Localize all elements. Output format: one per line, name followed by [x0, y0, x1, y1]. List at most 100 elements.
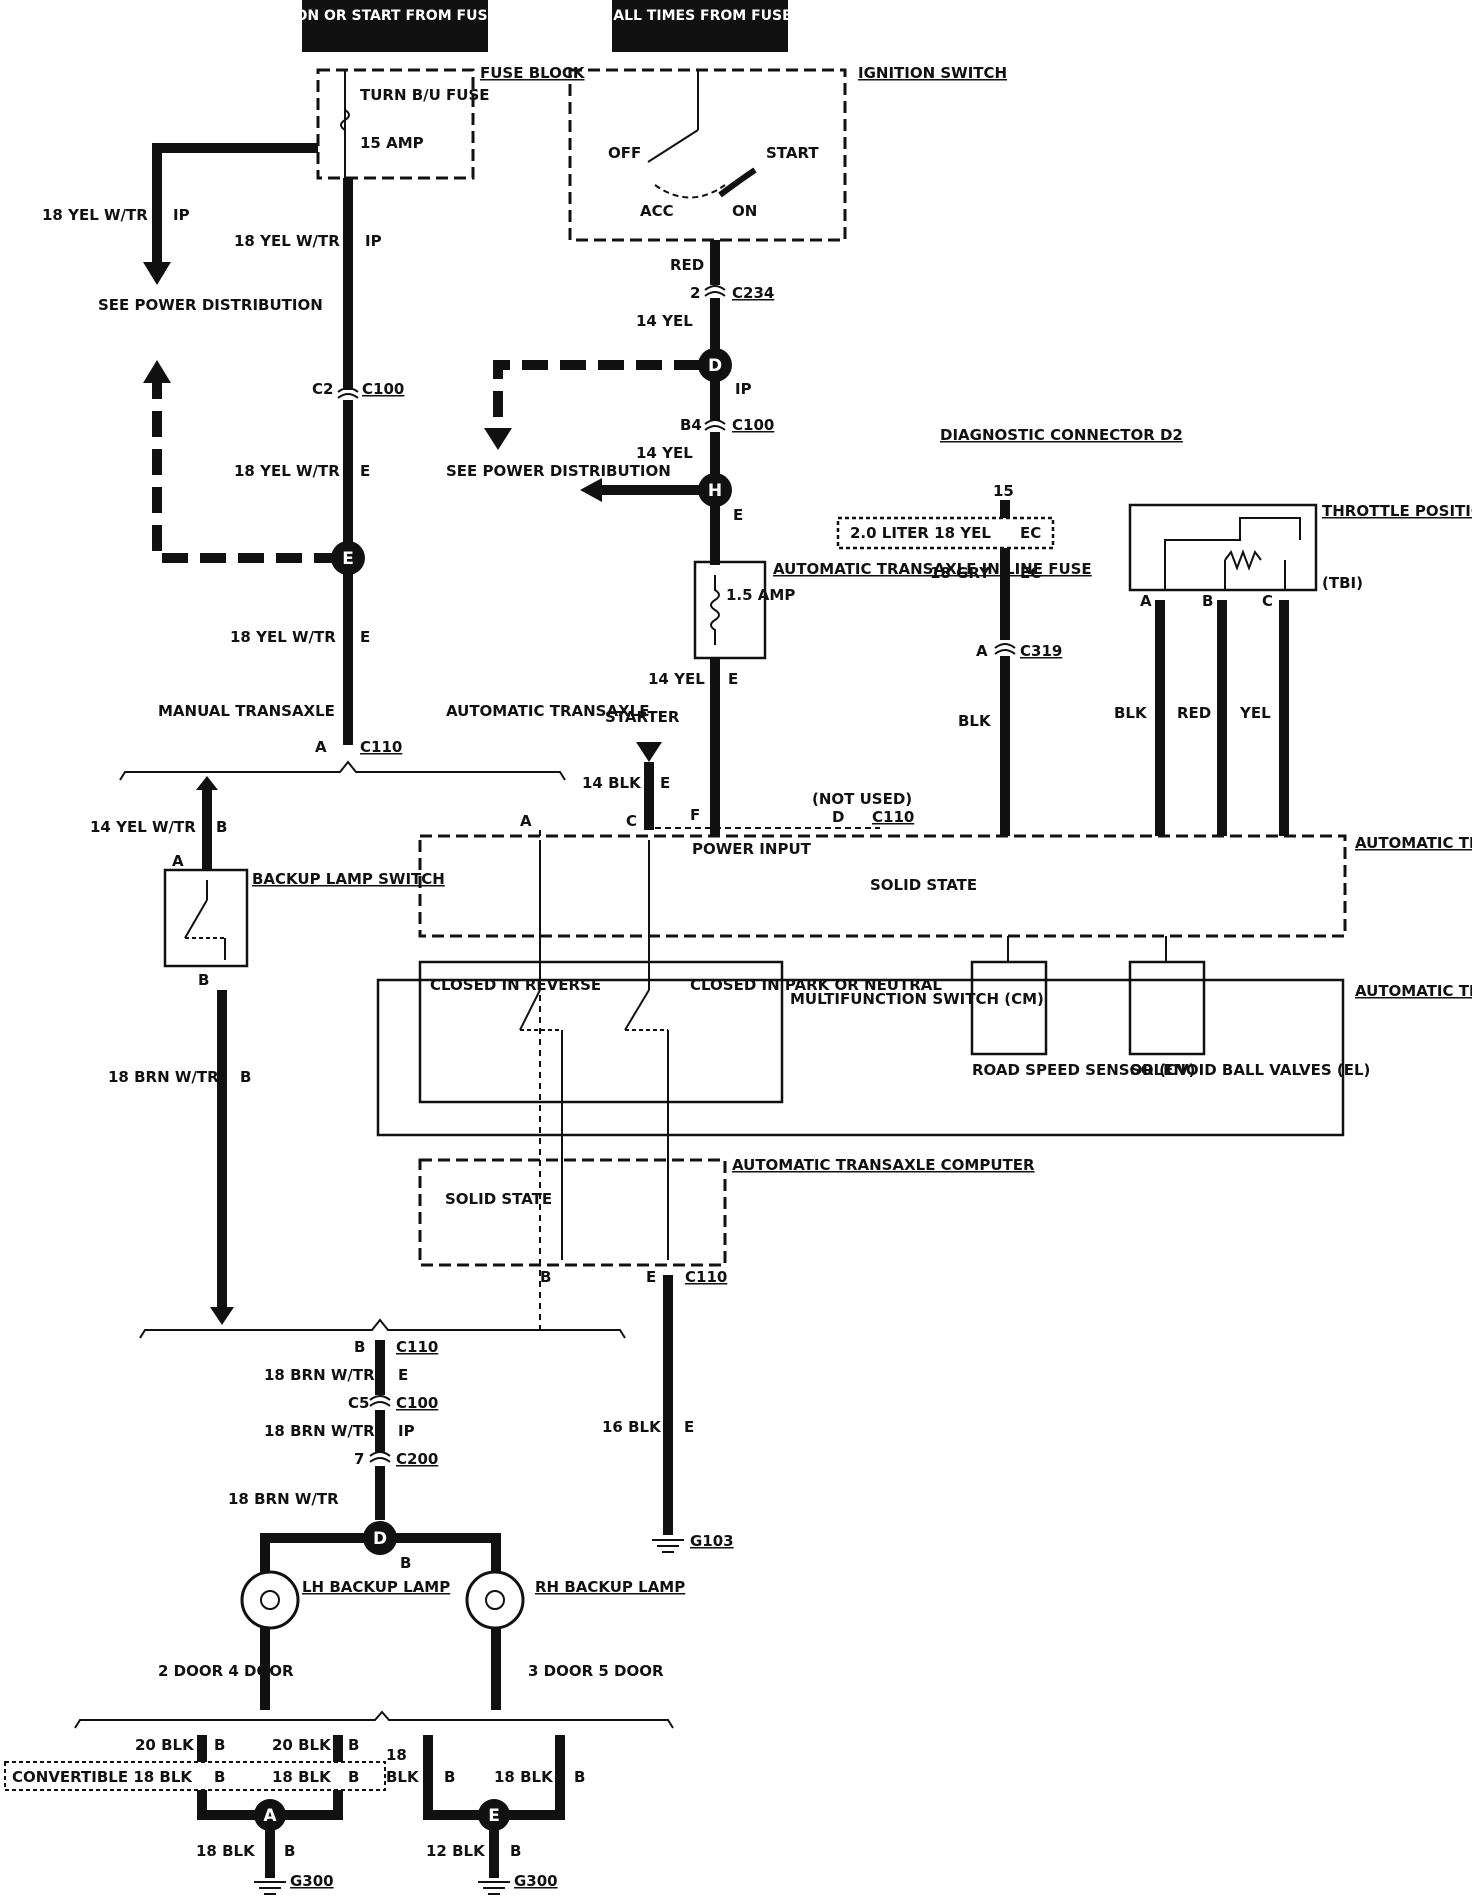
wire-code-e-2: E [360, 628, 370, 646]
switch-a-blade [519, 989, 541, 1031]
wire-dashed-up [152, 380, 340, 563]
splice-d-bottom-label: D [373, 1529, 387, 1549]
throttle-resistor [1224, 549, 1262, 571]
computer-bottom-pin-e: E [646, 1268, 656, 1286]
wire-label-yel-throttle: YEL [1239, 704, 1271, 722]
wire-code-b-5: B [348, 1736, 359, 1754]
splice-e-left-label: E [342, 549, 354, 569]
wire-label-18blk-a: 18 BLK [196, 1842, 256, 1860]
arrow-up-icon [143, 360, 171, 383]
inline-fuse-title: AUTOMATIC TRANSAXLE IN LINE FUSE [773, 560, 1092, 578]
splice-h [698, 473, 732, 507]
wire-label-18yelwtr-ip: 18 YEL W/TR [234, 232, 340, 250]
wire-code-e-5: E [660, 774, 670, 792]
power-dist-label-left: SEE POWER DISTRIBUTION [98, 296, 323, 314]
computer-bottom-title: AUTOMATIC TRANSAXLE COMPUTER [732, 1156, 1035, 1174]
wire-label-18yelwtr-e: 18 YEL W/TR [234, 462, 340, 480]
wire-code-b-10: B [574, 1768, 585, 1786]
closed-reverse-label: CLOSED IN REVERSE [430, 976, 601, 994]
switch-c-blade [624, 989, 650, 1031]
ignition-arc [654, 184, 726, 199]
power-dist-label-right: SEE POWER DISTRIBUTION [446, 462, 671, 480]
wire-code-ip-right: IP [735, 380, 752, 398]
wire-code-ec-1: EC [1020, 524, 1041, 542]
multifunction-label: MULTIFUNCTION SWITCH (CM) [790, 990, 1044, 1008]
splice-h-label: H [708, 481, 722, 501]
throttle-pin-c: C [1262, 592, 1273, 610]
conn-c110-top: C110 [360, 738, 402, 756]
wire-label-blk-diag: BLK [958, 712, 992, 730]
convertible-label: CONVERTIBLE 18 BLK [12, 1768, 193, 1786]
power-input-label: POWER INPUT [692, 840, 812, 858]
transaxle-outer-box [376, 978, 1345, 1137]
ignition-switch-box [568, 68, 847, 242]
lower-bracket [139, 1318, 626, 1339]
computer-pin-f: F [690, 806, 700, 824]
wire-code-e-1: E [360, 462, 370, 480]
backup-switch-pin-a: A [172, 852, 184, 870]
wire-label-red: RED [670, 256, 704, 274]
wire-to-power-dist [152, 143, 318, 265]
backup-switch-box [163, 868, 249, 968]
computer-pin-d: D [832, 808, 844, 826]
header-hot-run-start: HOT IN ON OR START FROM FUSE LINK A [236, 8, 555, 24]
wire-code-e-4: E [728, 670, 738, 688]
wire-code-b-6: B [214, 1768, 225, 1786]
ground-g300-e: G300 [514, 1872, 558, 1890]
diagnostic-title: DIAGNOSTIC CONNECTOR D2 [940, 426, 1183, 444]
wire-code-b-8: B [284, 1842, 295, 1860]
ignition-blade [647, 129, 699, 163]
transaxle-bracket [119, 760, 566, 781]
road-speed-sensor-box [970, 960, 1048, 1056]
wire-label-14yel-top: 14 YEL [636, 312, 693, 330]
wire-label-20blk-2: 20 BLK [272, 1736, 332, 1754]
lh-lamp-filament [260, 1590, 280, 1610]
wire-code-b-4: B [214, 1736, 225, 1754]
wire-label-18brnwtr-1: 18 BRN W/TR [264, 1366, 375, 1384]
wire-code-ec-2: EC [1020, 564, 1041, 582]
wire-label-18yelwtr-left: 18 YEL W/TR [42, 206, 148, 224]
splice-a-bottom-label: A [263, 1806, 277, 1826]
fuse-block-box [316, 68, 475, 180]
starter-arrow-icon [636, 742, 662, 762]
computer-top-box [418, 834, 1347, 938]
conn-c319: C319 [1020, 642, 1062, 660]
computer-bottom-pin-b: B [540, 1268, 551, 1286]
rh-lamp-icon [465, 1570, 525, 1630]
wire-code-ip-left: IP [173, 206, 190, 224]
automatic-transaxle-label: AUTOMATIC TRANSAXLE [446, 702, 649, 720]
wire-code-b-7: B [348, 1768, 359, 1786]
pin-c2: C2 [312, 380, 333, 398]
backup-switch-title: BACKUP LAMP SWITCH [252, 870, 445, 888]
inline-fuse-symbol [710, 575, 720, 645]
ignition-switch-title: IGNITION SWITCH [858, 64, 1007, 82]
wire-label-20blk-1: 20 BLK [135, 1736, 195, 1754]
lower-pin-b: B [354, 1338, 365, 1356]
liter-note-box [836, 516, 1055, 550]
bottom-bracket [74, 1710, 674, 1729]
pin-b4: B4 [680, 416, 702, 434]
computer-bottom-box [418, 1158, 727, 1267]
fuse-rating: 15 AMP [360, 134, 424, 152]
connector-c100-right [704, 419, 726, 431]
arrow-down-small-icon [210, 1307, 234, 1325]
transaxle-box-title: AUTOMATIC TRANSAXLE [1355, 982, 1472, 1000]
arrow-up-small-icon [196, 776, 218, 790]
wire-label-red-throttle: RED [1177, 704, 1211, 722]
pin-7: 7 [354, 1450, 364, 1468]
ground-g300-a: G300 [290, 1872, 334, 1890]
wire-code-b-3: B [400, 1554, 411, 1572]
throttle-pin-b: B [1202, 592, 1213, 610]
wire-label-18blk-e: 18 BLK [494, 1768, 554, 1786]
connector-c100-lower [369, 1395, 391, 1407]
wire-label-14blk: 14 BLK [582, 774, 642, 792]
computer-top-title: AUTOMATIC TRANSAXLE COMPUTER [1355, 834, 1472, 852]
fuse-name: TURN B/U FUSE [360, 86, 490, 104]
wire-label-18yelwtr-e2: 18 YEL W/TR [230, 628, 336, 646]
conn-c100-right: C100 [732, 416, 774, 434]
conn-c100-lower: C100 [396, 1394, 438, 1412]
diag-pin-15: 15 [993, 482, 1014, 500]
road-speed-label: ROAD SPEED SENSOR (CV) [972, 1061, 1195, 1079]
throttle-pin-a: A [1140, 592, 1152, 610]
